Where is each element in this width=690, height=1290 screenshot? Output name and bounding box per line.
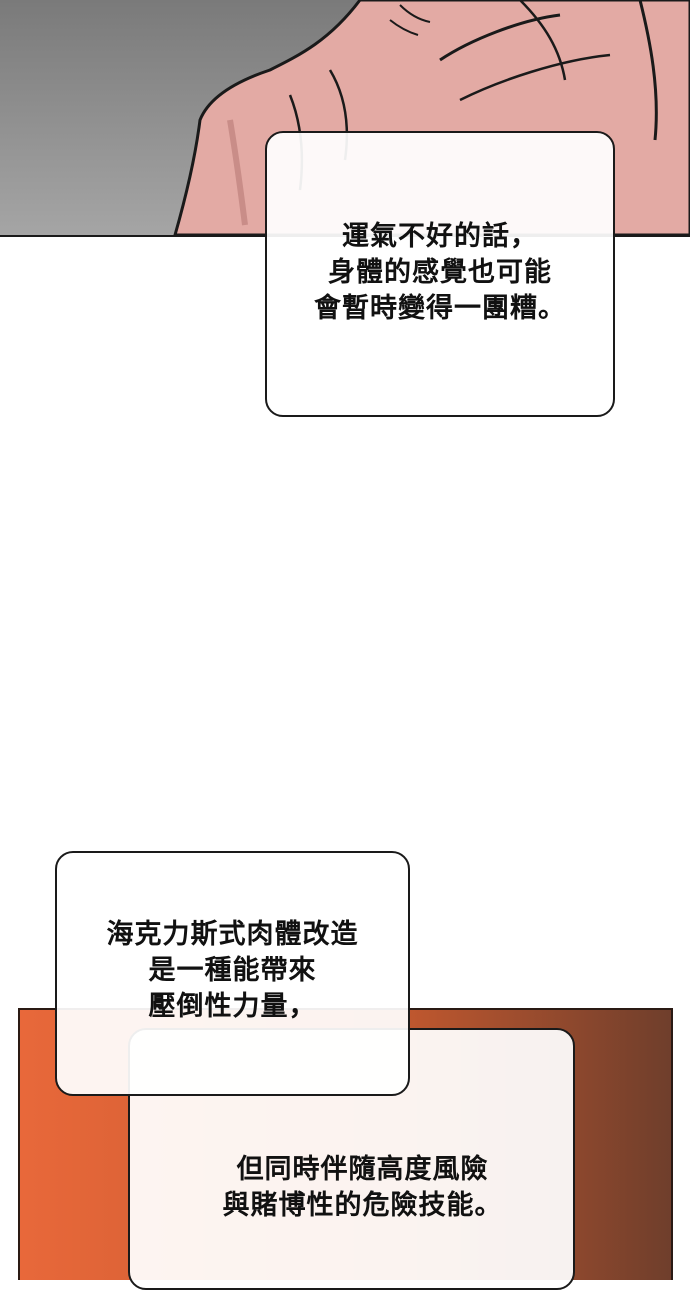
caption-line: 與賭博性的危險技能。 (222, 1190, 503, 1221)
caption-line: 是一種能帶來 (148, 955, 317, 986)
caption-line: 運氣不好的話， (342, 221, 538, 252)
caption-line: 海克力斯式肉體改造 (106, 919, 359, 950)
caption-text-bottom: 但同時伴隨高度風險 與賭博性的危險技能。 (152, 1152, 573, 1224)
caption-box-middle: 海克力斯式肉體改造 是一種能帶來 壓倒性力量， (55, 851, 410, 1096)
caption-line: 壓倒性力量， (148, 991, 317, 1022)
caption-box-top: 運氣不好的話， 身體的感覺也可能 會暫時變得一團糟。 (265, 131, 615, 417)
caption-line: 但同時伴隨高度風險 (236, 1154, 489, 1185)
caption-text-middle: 海克力斯式肉體改造 是一種能帶來 壓倒性力量， (57, 917, 408, 1025)
caption-line: 身體的感覺也可能 (328, 257, 552, 288)
caption-text-top: 運氣不好的話， 身體的感覺也可能 會暫時變得一團糟。 (267, 219, 613, 327)
caption-line: 會暫時變得一團糟。 (314, 293, 566, 324)
